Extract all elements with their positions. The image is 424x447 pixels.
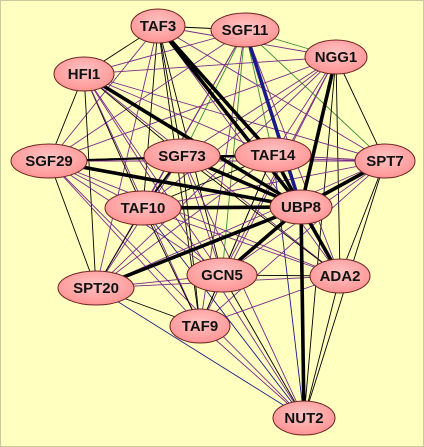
node-taf9[interactable]: TAF9	[169, 308, 231, 344]
node-label: ADA2	[320, 268, 361, 285]
node-label: UBP8	[281, 199, 321, 216]
node-sgf11[interactable]: SGF11	[210, 12, 280, 48]
edge-ngg1-ada2	[335, 56, 341, 277]
node-ubp8[interactable]: UBP8	[269, 189, 333, 225]
node-shape	[169, 308, 231, 344]
edge-hfi1-gcn5	[83, 73, 223, 276]
node-shape	[104, 190, 182, 226]
node-label: SGF11	[222, 22, 269, 39]
node-shape	[304, 39, 368, 75]
node-taf10[interactable]: TAF10	[104, 190, 182, 226]
node-label: SPT7	[366, 153, 404, 170]
node-shape	[272, 400, 336, 436]
edge-sgf29-spt20	[48, 160, 97, 289]
edge-sgf29-nut2	[48, 160, 305, 419]
node-taf3[interactable]: TAF3	[130, 8, 186, 44]
edge-taf3-sgf73	[157, 25, 183, 157]
edge-hfi1-nut2	[83, 73, 305, 419]
node-shape	[53, 56, 115, 92]
node-label: SPT20	[73, 280, 119, 297]
edge-sgf73-gcn5	[181, 155, 223, 276]
edge-sgf73-ada2	[181, 155, 341, 277]
node-label: TAF3	[140, 18, 176, 35]
node-gcn5[interactable]: GCN5	[186, 257, 258, 293]
node-shape	[10, 143, 88, 179]
node-label: GCN5	[201, 267, 243, 284]
node-shape	[210, 12, 280, 48]
node-shape	[57, 270, 135, 306]
edge-ngg1-spt7	[335, 56, 386, 162]
edge-taf3-spt7	[157, 25, 386, 162]
edge-ngg1-sgf29	[48, 56, 337, 162]
edge-ngg1-hfi1	[83, 56, 337, 75]
edge-sgf11-sgf73	[181, 29, 246, 157]
edge-taf9-nut2	[199, 325, 305, 419]
edge-taf3-ubp8	[156, 24, 303, 209]
edge-hfi1-ada2	[83, 73, 341, 277]
node-label: TAF14	[251, 147, 296, 164]
node-label: HFI1	[68, 66, 101, 83]
node-sgf73[interactable]: SGF73	[143, 138, 221, 174]
node-ngg1[interactable]: NGG1	[304, 39, 368, 75]
edge-sgf11-spt7	[244, 29, 386, 162]
edge-taf14-spt20	[95, 154, 274, 289]
edge-gcn5-nut2	[221, 274, 305, 419]
node-taf14[interactable]: TAF14	[234, 137, 312, 173]
edge-spt7-spt20	[95, 160, 386, 289]
node-label: NGG1	[315, 49, 358, 66]
edge-taf10-nut2	[142, 207, 305, 419]
node-shape	[309, 258, 371, 294]
edge-ngg1-sgf73	[181, 56, 337, 157]
edge-spt7-taf9	[199, 160, 386, 327]
node-shape	[234, 137, 312, 173]
node-shape	[143, 138, 221, 174]
node-shape	[130, 8, 186, 44]
edge-taf10-taf9	[142, 207, 201, 327]
node-nut2[interactable]: NUT2	[272, 400, 336, 436]
node-spt20[interactable]: SPT20	[57, 270, 135, 306]
edge-spt20-nut2	[95, 287, 305, 419]
node-label: SGF73	[158, 148, 206, 165]
edge-ubp8-nut2	[299, 205, 306, 420]
edge-sgf29-ubp8	[47, 159, 303, 209]
edge-spt20-ubp8	[94, 205, 303, 290]
node-shape	[354, 143, 416, 179]
edge-taf3-taf14	[156, 24, 275, 157]
node-spt7[interactable]: SPT7	[354, 143, 416, 179]
node-shape	[186, 257, 258, 293]
edge-ada2-nut2	[303, 275, 341, 419]
node-shape	[269, 189, 333, 225]
node-sgf29[interactable]: SGF29	[10, 143, 88, 179]
node-hfi1[interactable]: HFI1	[53, 56, 115, 92]
edge-taf3-sgf29	[48, 25, 159, 162]
edge-sgf11-sgf29	[48, 29, 246, 162]
node-label: TAF9	[182, 318, 218, 335]
node-label: TAF10	[121, 200, 166, 217]
node-label: NUT2	[284, 410, 323, 427]
node-ada2[interactable]: ADA2	[309, 258, 371, 294]
edge-spt7-ada2	[339, 160, 386, 277]
edge-hfi1-spt7	[83, 73, 386, 162]
edge-ngg1-ubp8	[299, 55, 338, 209]
edge-sgf29-ada2	[48, 160, 341, 277]
edge-sgf11-ubp8	[243, 28, 303, 209]
edge-taf10-ada2	[142, 207, 341, 277]
edge-sgf11-taf14	[244, 29, 274, 156]
node-label: SGF29	[25, 153, 73, 170]
edge-sgf11-gcn5	[221, 29, 246, 276]
edge-sgf29-taf9	[48, 160, 201, 327]
edge-hfi1-taf14	[83, 73, 274, 156]
